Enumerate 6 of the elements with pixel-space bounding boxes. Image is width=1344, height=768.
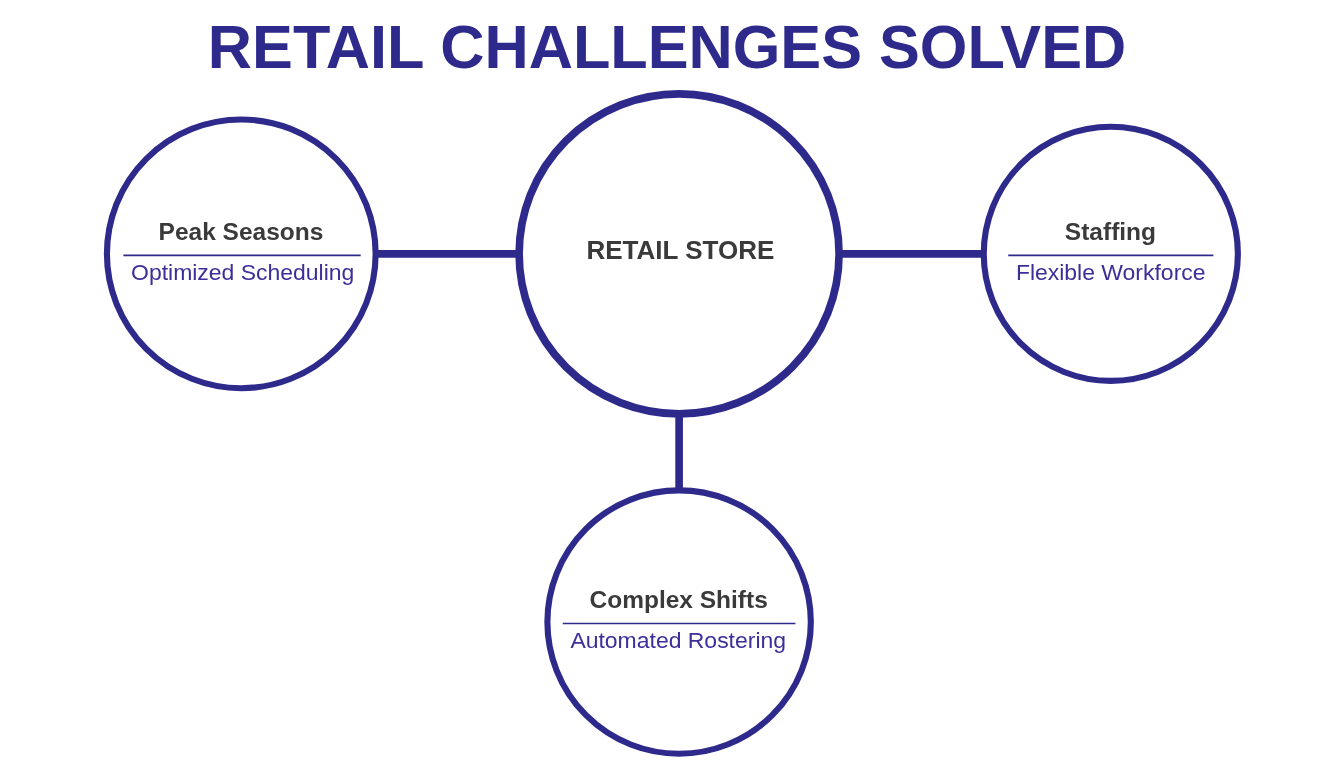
diagram-title: RETAIL CHALLENGES SOLVED <box>207 12 1126 81</box>
node-circle: RETAIL STORE <box>514 90 843 418</box>
connector <box>375 250 519 258</box>
node-circle: Complex Shifts Automated Rostering <box>543 487 814 757</box>
node-circle: Staffing Flexible Workforce <box>980 123 1241 384</box>
node-circle: Peak Seasons Optimized Scheduling <box>103 116 379 392</box>
